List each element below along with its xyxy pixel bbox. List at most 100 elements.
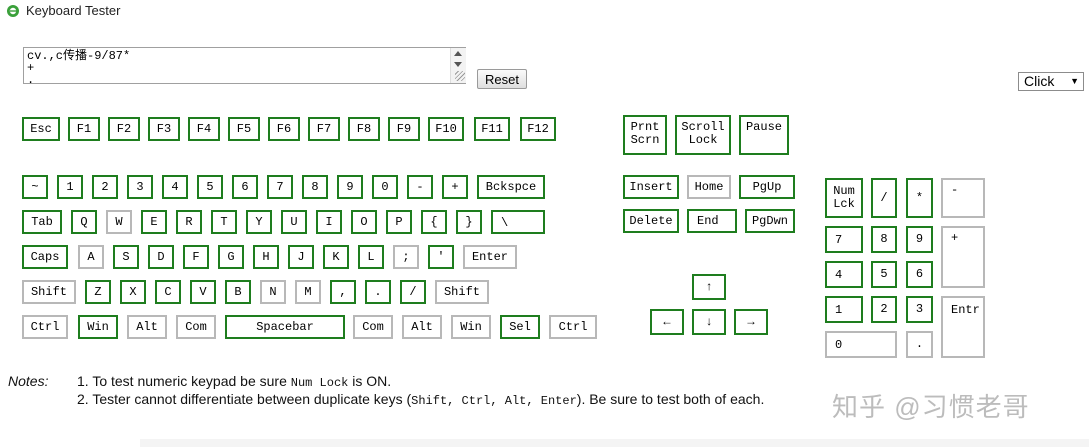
key-num-plus[interactable]: + [941,226,985,288]
key-f9[interactable]: F9 [388,117,420,141]
key-num-7[interactable]: 7 [825,226,863,253]
key-9[interactable]: 9 [337,175,363,199]
key-num-2[interactable]: 2 [871,296,897,323]
key-d[interactable]: D [148,245,174,269]
key-arrow-right[interactable]: → [734,309,768,335]
key-3[interactable]: 3 [127,175,153,199]
key-f7[interactable]: F7 [308,117,340,141]
key-num-decimal[interactable]: . [906,331,933,358]
key-v[interactable]: V [190,280,216,304]
key-tilde[interactable]: ~ [22,175,48,199]
key-enter[interactable]: Enter [463,245,517,269]
key-arrow-left[interactable]: ← [650,309,684,335]
key-1[interactable]: 1 [57,175,83,199]
key-right-alt[interactable]: Alt [402,315,442,339]
key-select[interactable]: Sel [500,315,540,339]
key-6[interactable]: 6 [232,175,258,199]
key-plus[interactable]: + [442,175,468,199]
mode-select[interactable]: Click ▼ [1018,72,1084,91]
key-backslash[interactable]: \ [491,210,545,234]
key-num-4[interactable]: 4 [825,261,863,288]
key-n[interactable]: N [260,280,286,304]
key-left-com[interactable]: Com [176,315,216,339]
key-j[interactable]: J [288,245,314,269]
key-c[interactable]: C [155,280,181,304]
key-r[interactable]: R [176,210,202,234]
key-e[interactable]: E [141,210,167,234]
key-num-minus[interactable]: - [941,178,985,218]
key-right-win[interactable]: Win [451,315,491,339]
key-quote[interactable]: ' [428,245,454,269]
test-input[interactable]: cv.,c传播-9/87* + . [23,47,466,84]
key-right-shift[interactable]: Shift [435,280,489,304]
key-num-0[interactable]: 0 [825,331,897,358]
key-esc[interactable]: Esc [22,117,60,141]
key-semicolon[interactable]: ; [393,245,419,269]
key-2[interactable]: 2 [92,175,118,199]
key-num-5[interactable]: 5 [871,261,897,288]
key-f10[interactable]: F10 [428,117,464,141]
key-0[interactable]: 0 [372,175,398,199]
key-left-brace[interactable]: { [421,210,447,234]
key-l[interactable]: L [358,245,384,269]
key-f3[interactable]: F3 [148,117,180,141]
key-m[interactable]: M [295,280,321,304]
key-f1[interactable]: F1 [68,117,100,141]
key-num-9[interactable]: 9 [906,226,933,253]
key-f2[interactable]: F2 [108,117,140,141]
key-minus[interactable]: - [407,175,433,199]
key-x[interactable]: X [120,280,146,304]
key-p[interactable]: P [386,210,412,234]
key-backspace[interactable]: Bckspce [477,175,545,199]
key-right-ctrl[interactable]: Ctrl [549,315,597,339]
key-w[interactable]: W [106,210,132,234]
key-z[interactable]: Z [85,280,111,304]
key-t[interactable]: T [211,210,237,234]
key-caps-lock[interactable]: Caps [22,245,68,269]
key-num-multiply[interactable]: * [906,178,933,218]
key-7[interactable]: 7 [267,175,293,199]
key-end[interactable]: End [687,209,737,233]
key-q[interactable]: Q [71,210,97,234]
key-pause[interactable]: Pause [739,115,789,155]
key-period[interactable]: . [365,280,391,304]
key-arrow-down[interactable]: ↓ [692,309,726,335]
key-left-ctrl[interactable]: Ctrl [22,315,68,339]
scroll-up-icon[interactable] [454,51,462,56]
key-num-3[interactable]: 3 [906,296,933,323]
key-5[interactable]: 5 [197,175,223,199]
key-a[interactable]: A [78,245,104,269]
key-comma[interactable]: , [330,280,356,304]
key-g[interactable]: G [218,245,244,269]
key-num-8[interactable]: 8 [871,226,897,253]
key-left-shift[interactable]: Shift [22,280,76,304]
key-f11[interactable]: F11 [474,117,510,141]
key-page-down[interactable]: PgDwn [745,209,795,233]
key-home[interactable]: Home [687,175,731,199]
key-8[interactable]: 8 [302,175,328,199]
key-k[interactable]: K [323,245,349,269]
key-page-up[interactable]: PgUp [739,175,795,199]
key-o[interactable]: O [351,210,377,234]
reset-button[interactable]: Reset [477,69,527,89]
key-scroll-lock[interactable]: Scroll Lock [675,115,731,155]
key-f6[interactable]: F6 [268,117,300,141]
key-spacebar[interactable]: Spacebar [225,315,345,339]
key-num-enter[interactable]: Entr [941,296,985,358]
key-left-alt[interactable]: Alt [127,315,167,339]
key-print-screen[interactable]: Prnt Scrn [623,115,667,155]
key-slash[interactable]: / [400,280,426,304]
key-f5[interactable]: F5 [228,117,260,141]
key-b[interactable]: B [225,280,251,304]
key-num-6[interactable]: 6 [906,261,933,288]
key-insert[interactable]: Insert [623,175,679,199]
key-f4[interactable]: F4 [188,117,220,141]
key-f12[interactable]: F12 [520,117,556,141]
key-arrow-up[interactable]: ↑ [692,274,726,300]
key-s[interactable]: S [113,245,139,269]
key-left-win[interactable]: Win [78,315,118,339]
key-num-lock[interactable]: Num Lck [825,178,863,218]
key-delete[interactable]: Delete [623,209,679,233]
key-f8[interactable]: F8 [348,117,380,141]
key-num-1[interactable]: 1 [825,296,863,323]
